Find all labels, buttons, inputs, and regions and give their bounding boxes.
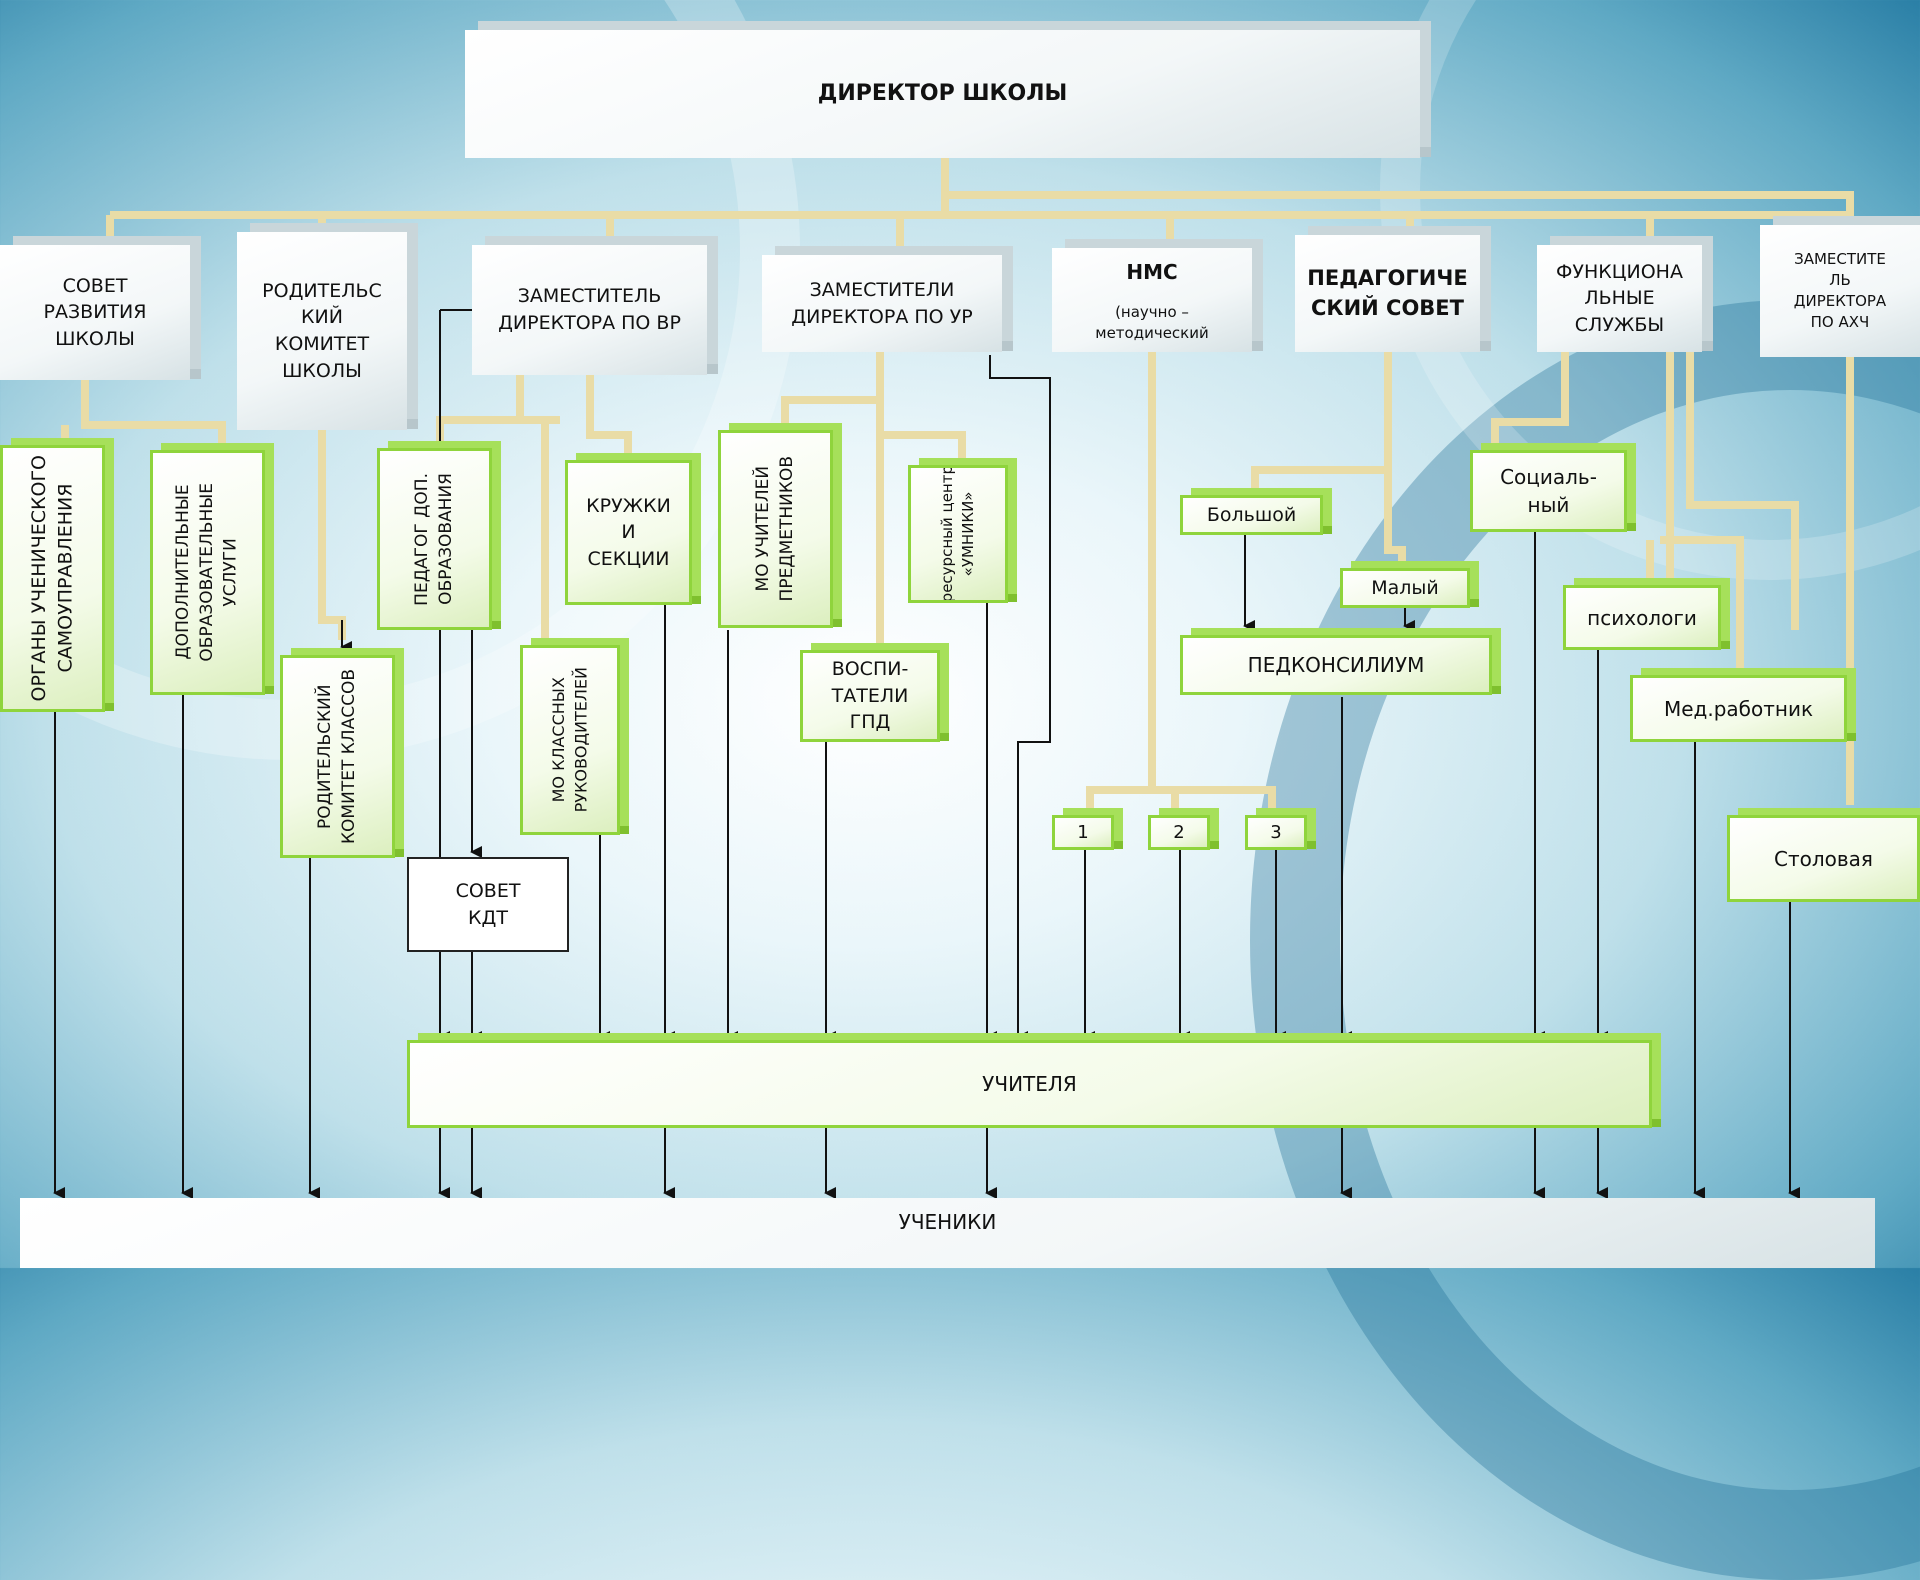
socialny-box: Социаль- ный xyxy=(1470,450,1627,532)
resursny-centr-label: ресурсный центр «УМНИКИ» xyxy=(938,465,977,603)
dop-uslugi-label: ДОПОЛНИТЕЛЬНЫЕ ОБРАЗОВАТЕЛЬНЫЕ УСЛУГИ xyxy=(172,483,241,662)
roditelsky-komitet-box: РОДИТЕЛЬС КИЙ КОМИТЕТ ШКОЛЫ xyxy=(237,232,407,430)
mo-predmetnikov-label: МО УЧИТЕЛЕЙ ПРЕДМЕТНИКОВ xyxy=(752,456,797,602)
sovet-razvitiya-box: СОВЕТ РАЗВИТИЯ ШКОЛЫ xyxy=(0,245,190,380)
director-box: ДИРЕКТОР ШКОЛЫ xyxy=(465,30,1420,158)
nms-group-1: 1 xyxy=(1052,815,1114,850)
dop-uslugi-box: ДОПОЛНИТЕЛЬНЫЕ ОБРАЗОВАТЕЛЬНЫЕ УСЛУГИ xyxy=(150,450,265,695)
stolovaya-box: Столовая xyxy=(1727,815,1920,902)
organy-label: ОРГАНЫ УЧЕНИЧЕСКОГО САМОУПРАВЛЕНИЯ xyxy=(27,455,77,702)
maly-box: Малый xyxy=(1340,568,1470,608)
dop-obrazovaniya-label: ПЕДАГОГ ДОП. ОБРАЗОВАНИЯ xyxy=(411,472,456,606)
ucheniki-box: УЧЕНИКИ xyxy=(20,1198,1875,1268)
uchitelya-box: УЧИТЕЛЯ xyxy=(407,1040,1652,1128)
resursny-centr-box: ресурсный центр «УМНИКИ» xyxy=(908,465,1008,603)
arrow-lines xyxy=(53,309,1800,1199)
pedkonsilium-box: ПЕДКОНСИЛИУМ xyxy=(1180,635,1492,695)
med-rabotnik-box: Мед.работник xyxy=(1630,675,1847,742)
bolshoy-box: Большой xyxy=(1180,495,1323,535)
zam-vr-box: ЗАМЕСТИТЕЛЬ ДИРЕКТОРА ПО ВР xyxy=(472,245,707,375)
connector-lines xyxy=(53,158,1854,1199)
nms-group-3: 3 xyxy=(1245,815,1307,850)
mo-klassnyh-box: МО КЛАССНЫХ РУКОВОДИТЕЛЕЙ xyxy=(520,645,620,835)
ped-sovet-box: ПЕДАГОГИЧЕ СКИЙ СОВЕТ xyxy=(1295,235,1480,352)
vospitateli-box: ВОСПИ- ТАТЕЛИ ГПД xyxy=(800,650,940,742)
mo-klassnyh-label: МО КЛАССНЫХ РУКОВОДИТЕЛЕЙ xyxy=(548,667,590,813)
nms-subtitle: (научно – методический xyxy=(1095,303,1209,342)
nms-group-2: 2 xyxy=(1148,815,1210,850)
rod-komitet-klassov-label: РОДИТЕЛЬСКИЙ КОМИТЕТ КЛАССОВ xyxy=(314,668,359,844)
nms-box: НМС (научно – методический xyxy=(1052,248,1252,352)
zam-ahch-box: ЗАМЕСТИТЕ ЛЬ ДИРЕКТОРА ПО АХЧ xyxy=(1760,225,1920,357)
kruzhki-box: КРУЖКИ И СЕКЦИИ xyxy=(565,460,692,605)
organy-samoupravleniya-box: ОРГАНЫ УЧЕНИЧЕСКОГО САМОУПРАВЛЕНИЯ xyxy=(0,445,105,712)
psihologi-box: психологи xyxy=(1563,585,1721,650)
rod-komitet-klassov-box: РОДИТЕЛЬСКИЙ КОМИТЕТ КЛАССОВ xyxy=(280,655,395,858)
sovet-kdt-box: СОВЕТ КДТ xyxy=(407,857,569,952)
zam-ur-box: ЗАМЕСТИТЕЛИ ДИРЕКТОРА ПО УР xyxy=(762,255,1002,352)
dop-obrazovaniya-box: ПЕДАГОГ ДОП. ОБРАЗОВАНИЯ xyxy=(377,448,492,630)
mo-predmetnikov-box: МО УЧИТЕЛЕЙ ПРЕДМЕТНИКОВ xyxy=(718,430,833,628)
nms-title: НМС xyxy=(1126,260,1178,284)
func-sluzhby-box: ФУНКЦИОНА ЛЬНЫЕ СЛУЖБЫ xyxy=(1537,245,1702,352)
